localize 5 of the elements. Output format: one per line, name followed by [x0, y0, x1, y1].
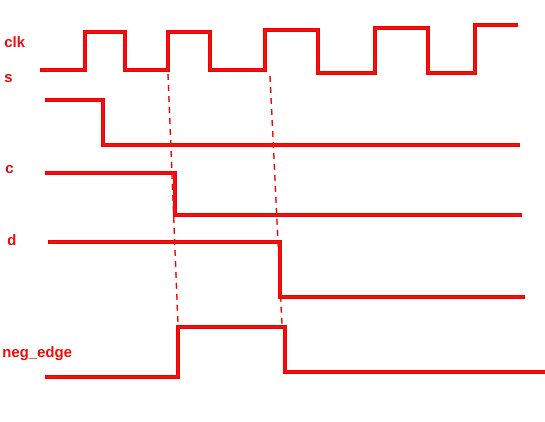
- signal-label: s: [4, 74, 12, 82]
- signal-label: neg_edge: [3, 346, 72, 360]
- signal-label: d: [8, 234, 16, 246]
- signal-label: clk: [4, 36, 25, 48]
- signal-label: c: [6, 164, 14, 174]
